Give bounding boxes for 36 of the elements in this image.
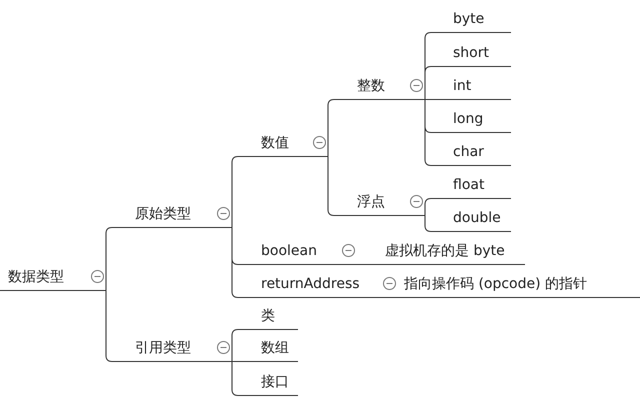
- topic-label: 数据类型: [8, 268, 64, 286]
- topic-label: 浮点: [357, 193, 385, 211]
- connector-line: [328, 156, 334, 216]
- connector-line: [232, 361, 238, 396]
- topic-label: 数值: [261, 134, 289, 152]
- connector-line: [106, 290, 112, 362]
- connector-line: [424, 198, 432, 216]
- connector-line: [424, 99, 432, 166]
- connector-line: [356, 264, 364, 265]
- topic-label: byte: [453, 10, 484, 28]
- topic-label: long: [453, 110, 484, 128]
- connector-line: [328, 99, 334, 157]
- connector-line: [232, 227, 238, 298]
- topic-label: 接口: [261, 373, 289, 391]
- topic-label: int: [453, 77, 472, 95]
- topic-label: 原始类型: [135, 205, 191, 223]
- topic-label: float: [453, 176, 484, 194]
- topic-label: 数组: [261, 339, 289, 357]
- topic-label: boolean: [261, 242, 317, 260]
- connector-line: [232, 361, 238, 362]
- topic-label: 指向操作码 (opcode) 的指针: [404, 275, 588, 293]
- topic-label: 整数: [357, 77, 385, 95]
- topic-label: short: [453, 44, 489, 62]
- connector-line: [424, 66, 432, 100]
- connector-line: [398, 297, 404, 298]
- topic-label: 虚拟机存的是 byte: [385, 242, 505, 260]
- topic-label: 类: [261, 307, 275, 325]
- connector-line: [424, 215, 432, 232]
- topic-label: returnAddress: [261, 275, 360, 293]
- connector-line: [232, 156, 238, 228]
- connector-line: [232, 329, 238, 362]
- topic-label: 引用类型: [135, 339, 191, 357]
- topic-label: double: [453, 209, 501, 227]
- topic-label: char: [453, 143, 484, 161]
- connector-line: [424, 99, 432, 100]
- connector-line: [106, 227, 112, 291]
